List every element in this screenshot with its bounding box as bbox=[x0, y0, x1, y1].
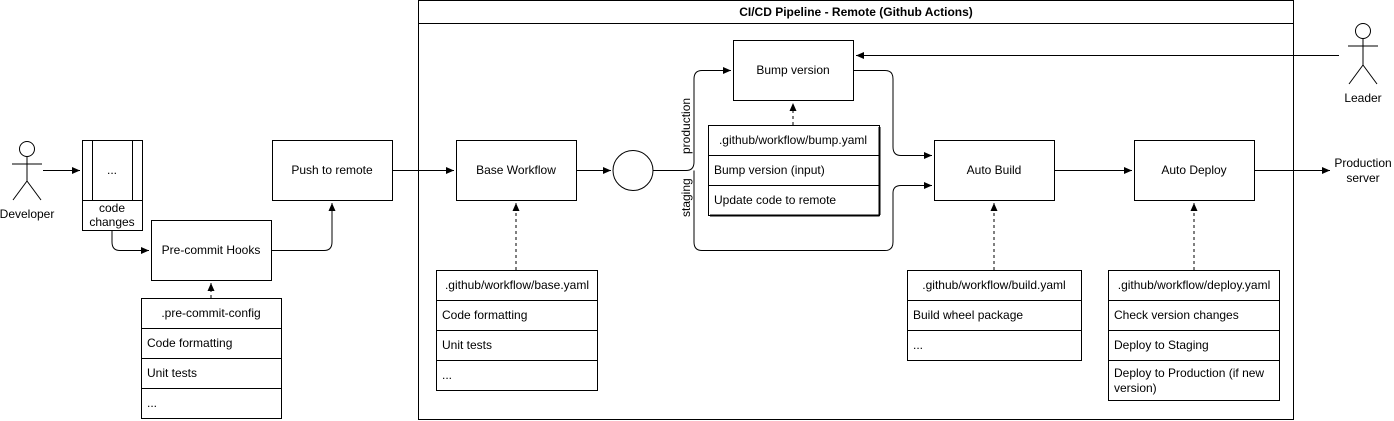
list-item: Check version changes bbox=[1114, 308, 1239, 322]
pipeline-title: CI/CD Pipeline - Remote (Github Actions) bbox=[739, 5, 973, 19]
list-header: .github/workflow/bump.yaml bbox=[719, 133, 867, 147]
leader-actor-icon bbox=[1348, 23, 1378, 85]
connector-arrow bbox=[111, 230, 149, 254]
dashed-connectors bbox=[207, 103, 1198, 298]
list-item: Unit tests bbox=[147, 366, 197, 380]
connector-arrow bbox=[693, 170, 932, 251]
base-workflow-node: Base Workflow bbox=[456, 140, 577, 201]
branch-decision-node bbox=[612, 150, 654, 191]
list-header: .github/workflow/deploy.yaml bbox=[1118, 278, 1271, 292]
list-item: Unit tests bbox=[442, 338, 492, 352]
auto-deploy-node: Auto Deploy bbox=[1134, 140, 1255, 201]
connector-arrow bbox=[653, 67, 731, 171]
developer-label: Developer bbox=[0, 207, 54, 221]
list-header: .github/workflow/base.yaml bbox=[445, 278, 589, 292]
push-to-remote-label: Push to remote bbox=[291, 163, 373, 177]
leader-label: Leader bbox=[1344, 91, 1381, 105]
connector-arrow bbox=[271, 203, 336, 251]
base-workflow-label: Base Workflow bbox=[476, 163, 556, 177]
production-server-label-1: Production bbox=[1334, 156, 1391, 170]
pre-commit-hooks-node: Pre-commit Hooks bbox=[151, 220, 272, 281]
bump-version-label: Bump version bbox=[756, 63, 829, 77]
list-item: version) bbox=[1114, 381, 1157, 395]
code-changes-label-2: changes bbox=[89, 215, 134, 229]
list-item: Code formatting bbox=[442, 308, 527, 322]
code-changes-label-1: code bbox=[99, 201, 125, 215]
bump-yaml-list: .github/workflow/bump.yaml Bump version … bbox=[708, 125, 881, 217]
bump-version-node: Bump version bbox=[733, 40, 854, 101]
list-item: Code formatting bbox=[147, 336, 232, 350]
push-to-remote-node: Push to remote bbox=[272, 140, 393, 201]
list-item: Update code to remote bbox=[714, 193, 836, 207]
list-item: Build wheel package bbox=[913, 308, 1023, 322]
developer-actor-icon bbox=[12, 141, 42, 201]
pre-commit-hooks-label: Pre-commit Hooks bbox=[162, 243, 261, 257]
list-item: ... bbox=[147, 396, 157, 410]
build-yaml-list: .github/workflow/build.yaml Build wheel … bbox=[907, 270, 1082, 361]
list-header: .pre-commit-config bbox=[161, 306, 260, 320]
list-item: ... bbox=[442, 368, 452, 382]
auto-build-node: Auto Build bbox=[934, 140, 1055, 201]
auto-deploy-label: Auto Deploy bbox=[1161, 163, 1226, 177]
code-changes-inner: ... bbox=[107, 163, 117, 177]
connector-arrow bbox=[853, 70, 932, 159]
production-branch-label: production bbox=[679, 98, 693, 154]
deploy-yaml-list: .github/workflow/deploy.yaml Check versi… bbox=[1108, 270, 1280, 401]
list-header: .github/workflow/build.yaml bbox=[922, 278, 1065, 292]
staging-branch-label: staging bbox=[679, 178, 693, 217]
pre-commit-config-list: .pre-commit-config Code formatting Unit … bbox=[141, 298, 282, 419]
solid-connectors bbox=[43, 52, 1339, 254]
production-server-label-2: server bbox=[1346, 171, 1379, 185]
base-yaml-list: .github/workflow/base.yaml Code formatti… bbox=[436, 270, 598, 391]
list-item: Deploy to Staging bbox=[1114, 338, 1209, 352]
list-item: ... bbox=[913, 338, 923, 352]
code-changes-box: ... code changes bbox=[82, 140, 143, 231]
list-item: Bump version (input) bbox=[714, 163, 825, 177]
list-item: Deploy to Production (if new bbox=[1114, 366, 1264, 380]
auto-build-label: Auto Build bbox=[967, 163, 1022, 177]
